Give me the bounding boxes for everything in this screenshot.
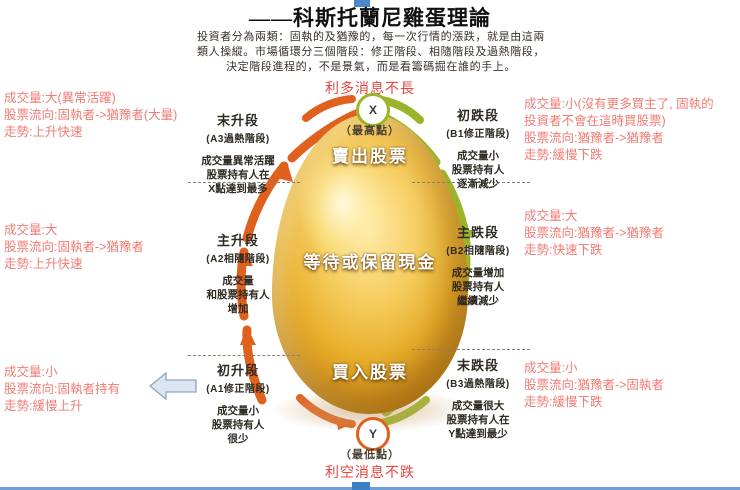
left-note-3-volume: 成交量:小 xyxy=(4,365,58,379)
egg-label-sell: 賣出股票 xyxy=(332,147,408,166)
stage-a1-desc: 成交量小股票持有人很少 xyxy=(211,405,265,445)
stage-b2-name: 主跌段 xyxy=(456,225,499,240)
left-note-2-flow: 股票流向:固執者->猶豫者 xyxy=(4,240,144,254)
intro-line-2: 類人操縱。市場循環分三個階段：修正階段、相隨階段及過熱階段， xyxy=(197,46,545,58)
stage-a1-name: 初升段 xyxy=(216,363,259,378)
intro-line-3: 決定階段進程的，不是景氣，而是看籌碼掘在誰的手上。 xyxy=(226,61,516,73)
stage-a1-sub: (A1修正階段) xyxy=(206,384,270,395)
right-note-3: 成交量:小 股票流向:猶豫者->固執者 走勢:緩慢下跌 xyxy=(524,360,664,411)
right-note-1-flow: 股票流向:猶豫者->猶豫者 xyxy=(524,131,664,145)
bottom-rule xyxy=(0,487,740,490)
stage-a2-sub: (A2相隨階段) xyxy=(206,254,270,265)
stage-b1: 初跌段 (B1修正階段) 成交量小股票持有人逐漸減少 xyxy=(412,105,544,191)
stage-a2-desc: 成交量和股票持有人增加 xyxy=(206,275,270,315)
stage-a2-name: 主升段 xyxy=(216,233,259,248)
stage-b2-desc: 成交量增加股票持有人繼續減少 xyxy=(451,267,505,307)
good-news-label: 利多消息不長 xyxy=(325,80,415,96)
left-note-2-volume: 成交量:大 xyxy=(4,223,58,237)
top-blue-marker xyxy=(354,0,370,7)
stage-b1-sub: (B1修正階段) xyxy=(446,129,510,140)
divider-top-left xyxy=(188,182,300,183)
right-note-3-trend: 走勢:緩慢下跌 xyxy=(524,395,603,409)
egg-body xyxy=(272,114,468,414)
right-note-2: 成交量:大 股票流向:猶豫者->猶豫者 走勢:快速下跌 xyxy=(524,208,664,259)
bottom-blue-marker xyxy=(352,482,370,490)
stage-b2: 主跌段 (B2相隨階段) 成交量增加股票持有人繼續減少 xyxy=(412,222,544,308)
egg-label-buy: 買入股票 xyxy=(332,363,408,382)
left-note-3-trend: 走勢:緩慢上升 xyxy=(4,399,83,413)
left-note-1: 成交量:大(異常活躍) 股票流向:固執者->猶豫者(大量) 走勢:上升快速 xyxy=(4,90,177,141)
stage-b2-sub: (B2相隨階段) xyxy=(446,246,510,257)
stage-a3-name: 末升段 xyxy=(216,113,259,128)
stage-b1-name: 初跌段 xyxy=(456,108,499,123)
right-note-3-volume: 成交量:小 xyxy=(524,361,578,375)
right-note-1-volume: 成交量:小(沒有更多買主了, 固執的 xyxy=(524,97,714,111)
stage-b3-name: 末跌段 xyxy=(456,358,499,373)
stage-a1: 初升段 (A1修正階段) 成交量小股票持有人很少 xyxy=(172,360,304,446)
stage-b3-sub: (B3過熱階段) xyxy=(446,379,510,390)
left-note-1-trend: 走勢:上升快速 xyxy=(4,125,83,139)
left-note-3: 成交量:小 股票流向:固執者持有 走勢:緩慢上升 xyxy=(4,364,120,415)
stage-a2: 主升段 (A2相隨階段) 成交量和股票持有人增加 xyxy=(172,230,304,316)
right-note-2-flow: 股票流向:猶豫者->猶豫者 xyxy=(524,226,664,240)
intro-line-1: 投資者分為兩類：固執的及猶豫的，每一次行情的漲跌，就是由這兩 xyxy=(197,31,545,43)
left-note-1-flow: 股票流向:固執者->猶豫者(大量) xyxy=(4,108,178,122)
egg-label-hold: 等待或保留現金 xyxy=(303,253,437,272)
right-note-1-volume-cont: 投資者不會在這時買股票) xyxy=(524,114,666,128)
right-note-3-flow: 股票流向:猶豫者->固執者 xyxy=(524,378,664,392)
stage-b1-desc: 成交量小股票持有人逐漸減少 xyxy=(451,150,505,190)
divider-bottom-right xyxy=(412,349,530,350)
right-note-1-trend: 走勢:緩慢下跌 xyxy=(524,148,603,162)
low-point-label: （最低點） xyxy=(340,449,400,461)
left-arrow-icon xyxy=(148,371,197,401)
stage-a3-sub: (A3過熱階段) xyxy=(206,134,270,145)
bad-news-label: 利空消息不跌 xyxy=(325,464,415,480)
low-point-node[interactable]: Y xyxy=(356,417,390,451)
divider-top-right xyxy=(412,182,530,183)
divider-bottom-left xyxy=(188,355,300,356)
left-note-3-flow: 股票流向:固執者持有 xyxy=(4,382,120,396)
high-point-label: （最高點） xyxy=(340,125,400,137)
high-point-mark: X xyxy=(368,103,377,117)
left-note-2-trend: 走勢:上升快速 xyxy=(4,257,83,271)
right-note-2-trend: 走勢:快速下跌 xyxy=(524,243,603,257)
left-note-1-volume: 成交量:大(異常活躍) xyxy=(4,91,116,105)
low-point-mark: Y xyxy=(368,427,377,441)
right-note-2-volume: 成交量:大 xyxy=(524,209,578,223)
high-point-node[interactable]: X xyxy=(356,93,390,127)
page-title: ——科斯托蘭尼雞蛋理論 xyxy=(249,6,491,30)
right-note-1: 成交量:小(沒有更多買主了, 固執的 投資者不會在這時買股票) 股票流向:猶豫者… xyxy=(524,96,736,164)
left-note-2: 成交量:大 股票流向:固執者->猶豫者 走勢:上升快速 xyxy=(4,222,144,273)
intro-paragraph: 投資者分為兩類：固執的及猶豫的，每一次行情的漲跌，就是由這兩 類人操縱。市場循環… xyxy=(185,30,557,75)
